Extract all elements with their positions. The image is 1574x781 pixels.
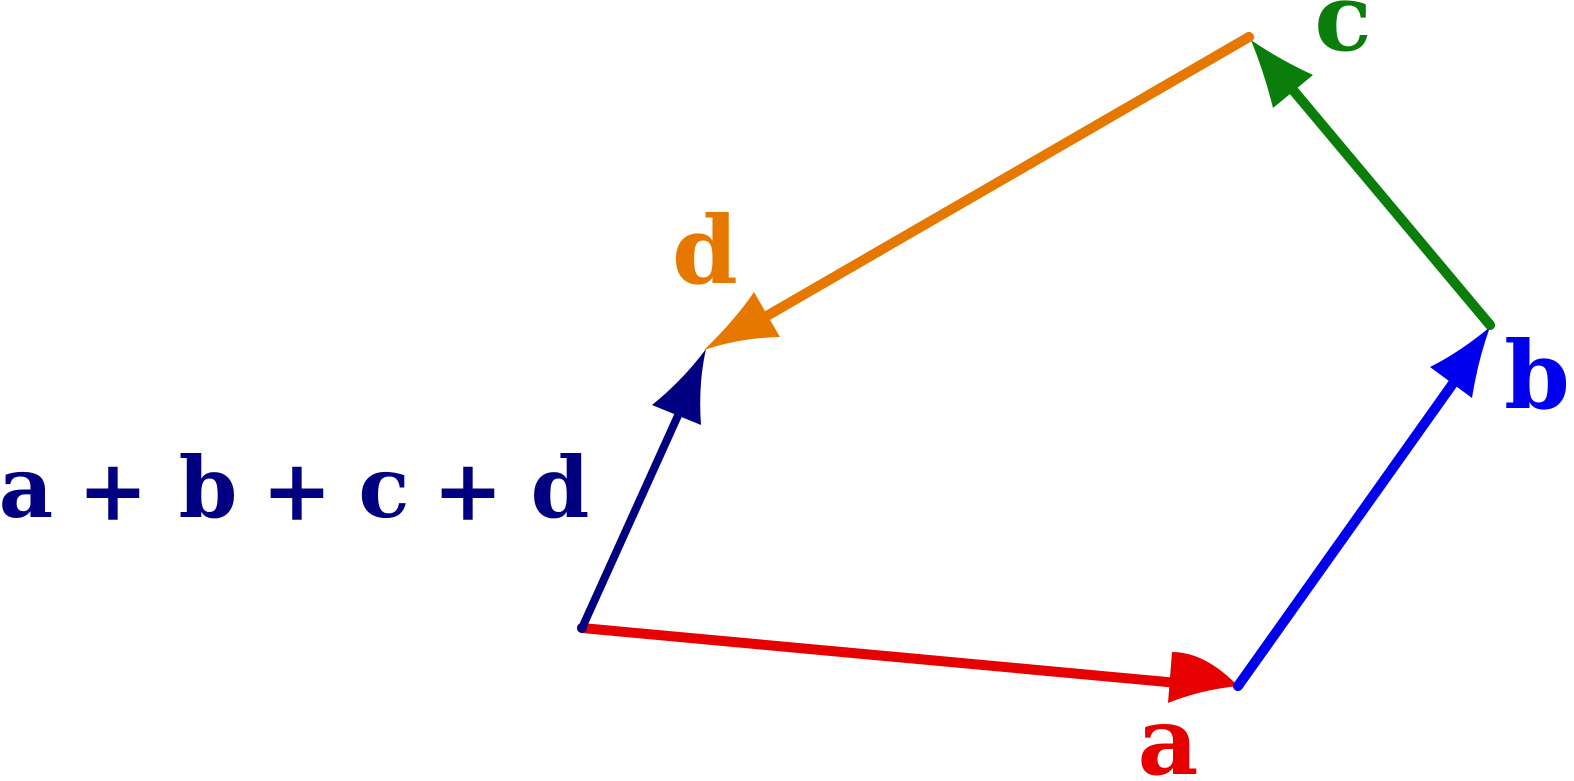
vector-sum [577, 349, 706, 633]
vector-b [1233, 327, 1490, 691]
vector-b-tail-dot [1233, 681, 1243, 691]
vector-c-arrowhead [1251, 40, 1313, 108]
vector-a-arrowhead [1168, 652, 1238, 703]
vector-sum-arrowhead [652, 349, 706, 425]
label-d: d [672, 196, 738, 306]
vector-c-tail-dot [1485, 320, 1495, 330]
vector-d-tail-dot [1244, 32, 1254, 42]
vector-c-shaft [1288, 85, 1495, 330]
vector-sum-tail-dot [577, 623, 587, 633]
sum-label-a: a [0, 438, 53, 537]
vector-b-arrowhead [1430, 327, 1490, 398]
vector-sum-shaft [578, 396, 689, 632]
label-c: c [1314, 0, 1371, 73]
sum-label-plus-2: + [262, 441, 332, 540]
sum-label-d: d [531, 438, 590, 537]
sum-label-plus-3: + [433, 441, 503, 540]
vector-d [704, 32, 1254, 350]
sum-label-c: c [358, 438, 409, 537]
label-a: a [1138, 687, 1199, 781]
vector-d-arrowhead [704, 292, 780, 350]
sum-label-b: b [179, 438, 238, 537]
vector-a-shaft [577, 623, 1183, 688]
vector-b-shaft [1233, 377, 1459, 691]
label-b: b [1504, 321, 1570, 431]
sum-label: a + b + c + d [0, 438, 589, 540]
vector-d-shaft [760, 32, 1254, 322]
vector-c [1251, 40, 1495, 330]
sum-label-plus-1: + [78, 441, 148, 540]
